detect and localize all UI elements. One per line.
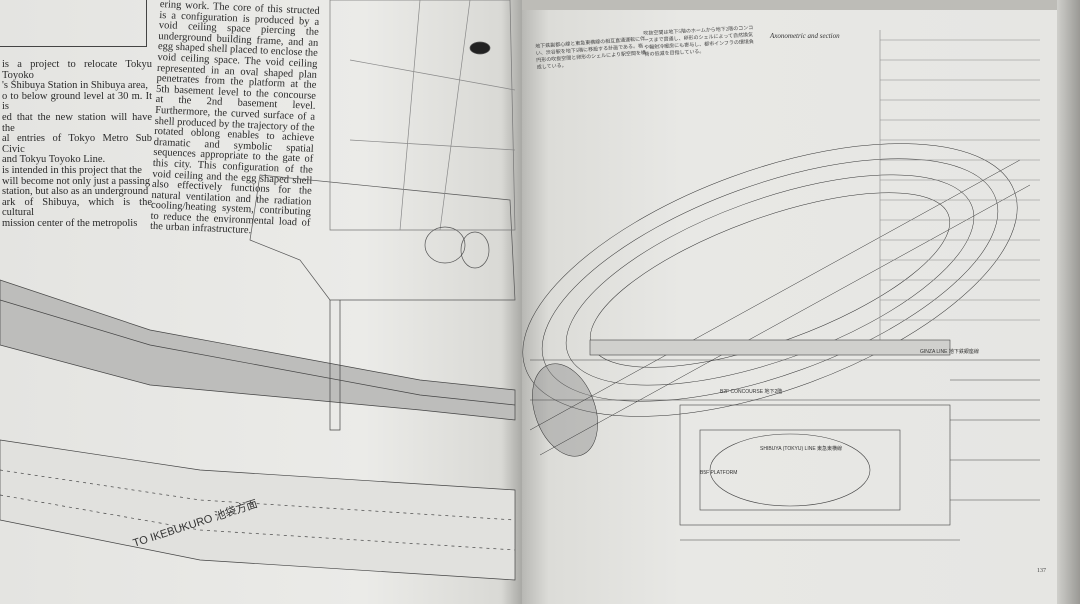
platform-plan (0, 279, 516, 581)
right-page: 地下鉄副都心線と東急東横線の相互直通運転に伴い、渋谷駅を地下5階に移設する計画で… (522, 0, 1057, 604)
figure-caption: Axonometric and section (770, 32, 840, 40)
label-shibuya-line: SHIBUYA (TOKYU) LINE 東急東横線 (760, 446, 843, 452)
site-plan (249, 0, 516, 301)
caption-box (0, 0, 147, 47)
body-text-column-a: is a project to relocate Tokyu Toyoko 's… (2, 59, 152, 229)
section-drawing (530, 339, 1040, 541)
page-edges (1057, 0, 1080, 604)
horizontal-hatching (879, 30, 1040, 340)
label-platform: B5F PLATFORM (700, 470, 738, 476)
label-ginza-line: GINZA LINE 地下鉄銀座線 (920, 349, 979, 355)
page-number: 137 (1037, 568, 1046, 574)
label-concourse: B2F CONCOURSE 地下2階 (720, 389, 783, 395)
background (522, 0, 1080, 10)
